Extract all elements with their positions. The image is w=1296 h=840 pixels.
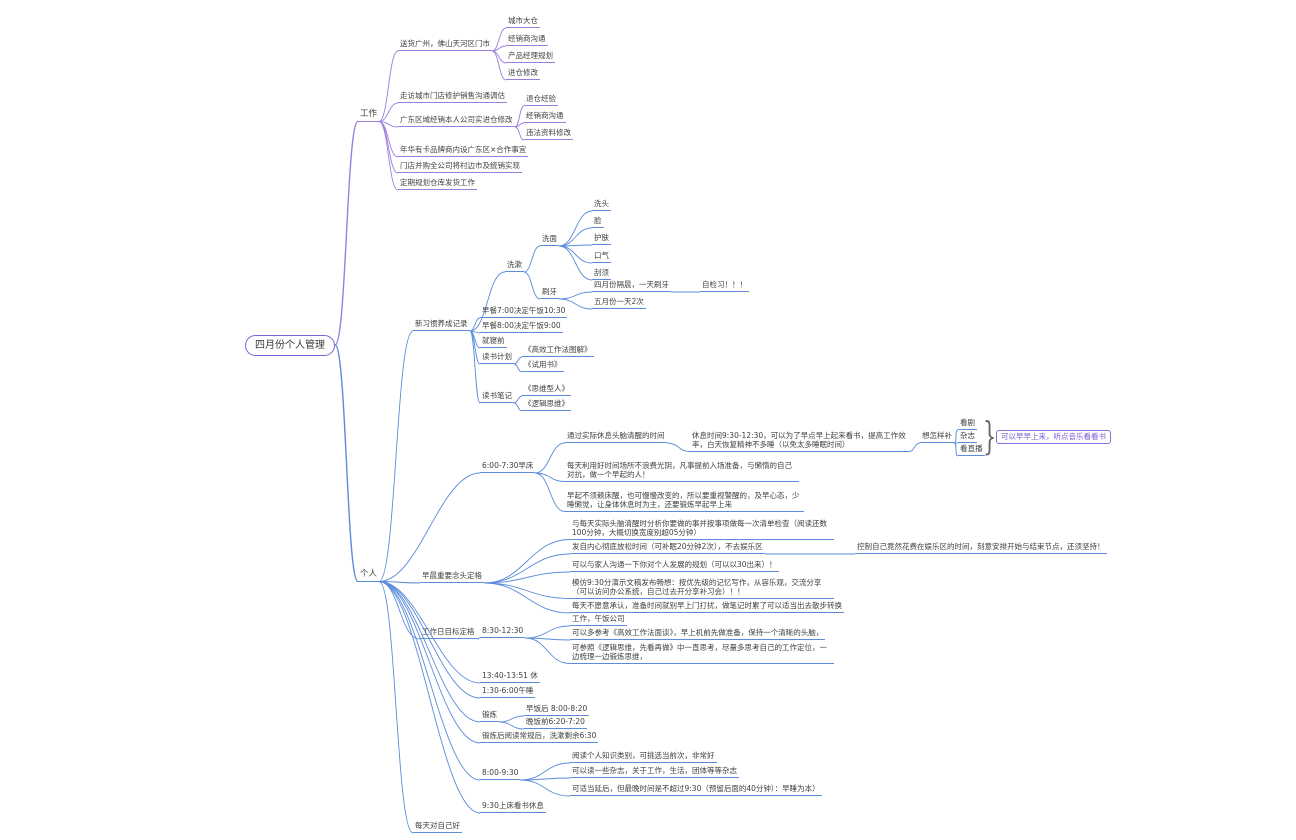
topic-p2b[interactable]: 每天利用好时间场所不浪费光阴，凡事提前入场准备，与懒惰的自己对抗，做一个早起的人…: [565, 461, 799, 482]
topic-p2[interactable]: 6:00-7:30早床: [480, 461, 536, 473]
topic-p2c[interactable]: 早起不须赖床醒，也可慢慢改变的，所以要重视警醒的，及早心态，少睡懒觉，让身体休息…: [565, 491, 804, 512]
topic-p9c[interactable]: 可适当延后，但最晚时间是不超过9:30（预留后面的40分钟）：早睡为本）: [570, 784, 822, 796]
topic-p1a1d[interactable]: 口气: [592, 251, 611, 263]
topic-p9a[interactable]: 阅读个人知识类别，可挑选当前次，非常好: [570, 751, 717, 763]
topic-p11[interactable]: 每天对自己好: [413, 821, 462, 833]
topic-p8[interactable]: 锻炼后阅读常规后，洗漱剩余6:30: [480, 731, 599, 743]
topic-p1a1c[interactable]: 护肤: [592, 233, 611, 245]
topic-w2[interactable]: 走访城市门店修护销售沟通调估: [398, 91, 507, 103]
topic-w1b[interactable]: 经销商沟通: [506, 34, 548, 46]
topic-p2a[interactable]: 通过实际休息头脑清醒的时间: [565, 431, 667, 443]
topic-w4[interactable]: 年华有卡品牌商内设广东区×合作事宜: [398, 145, 529, 157]
topic-p5[interactable]: 13:40-13:51 休: [480, 671, 540, 683]
topic-personal[interactable]: 个人: [358, 569, 380, 582]
topic-w6[interactable]: 定期规划仓库发货工作: [398, 178, 477, 190]
topic-p9[interactable]: 8:00-9:30: [480, 768, 521, 780]
topic-p1f[interactable]: 读书笔记: [480, 391, 514, 403]
topic-p1a2a1[interactable]: 自检习！！！: [700, 280, 749, 292]
topic-p2a1a[interactable]: 想怎样补: [920, 431, 954, 443]
topic-work[interactable]: 工作: [358, 109, 380, 122]
topic-p1a1b[interactable]: 脸: [592, 216, 604, 228]
topic-p4x[interactable]: 8:30-12:30: [480, 626, 526, 638]
topic-p1f1[interactable]: 《思维型人》: [522, 384, 571, 396]
topic-p1a[interactable]: 洗漱: [505, 260, 524, 272]
topic-p3b[interactable]: 发自内心彻底放松时间（可补眠20分钟2次），不去娱乐区: [570, 542, 765, 554]
topic-w1c[interactable]: 产品经理规划: [506, 51, 555, 63]
floating-note[interactable]: 可以早早上来，听点音乐看看书: [996, 430, 1111, 444]
topic-p1e2[interactable]: 《试用书》: [522, 360, 564, 372]
topic-p4a[interactable]: 工作，午饭公司: [570, 614, 627, 626]
topic-p4[interactable]: 工作日目标定格: [420, 627, 477, 639]
topic-w1[interactable]: 送货广州，佛山天河区门市: [398, 39, 492, 51]
topic-p1b[interactable]: 早餐7:00决定午饭10:30: [480, 306, 568, 318]
topic-w1d[interactable]: 进仓修改: [506, 68, 540, 80]
topic-p1a1a[interactable]: 洗头: [592, 199, 611, 211]
topic-p1e[interactable]: 读书计划: [480, 352, 514, 364]
topic-p2a1a2[interactable]: 杂志: [958, 431, 977, 443]
topic-p1a1[interactable]: 洗面: [540, 234, 559, 246]
topic-p1f2[interactable]: 《逻辑思维》: [522, 399, 571, 411]
topic-w3b[interactable]: 经销商沟通: [524, 111, 566, 123]
topic-w5[interactable]: 门店并购全公司将村边市及统销实现: [398, 161, 522, 173]
topic-p1c[interactable]: 早餐8:00决定午饭9:00: [480, 321, 563, 333]
topic-p1e1[interactable]: 《高效工作法图解》: [522, 345, 594, 357]
topic-p7[interactable]: 锻炼: [480, 710, 499, 722]
topic-w3c[interactable]: 违法资料修改: [524, 128, 573, 140]
topic-w3a[interactable]: 退仓经验: [524, 94, 558, 106]
topic-p1a1e[interactable]: 刮须: [592, 268, 611, 280]
topic-p4c[interactable]: 可参照《逻辑思维，先看再做》中一直思考，尽量多思考自己的工作定位，一边梳理一边锻…: [570, 643, 834, 664]
topic-p9b[interactable]: 可以读一些杂志，关于工作，生活，团体等等杂志: [570, 766, 739, 778]
topic-p10[interactable]: 9:30上床看书休息: [480, 801, 546, 813]
topic-w3[interactable]: 广东区域经销本人公司实进仓修改: [398, 115, 515, 127]
topic-p1[interactable]: 新习惯养成记录: [413, 319, 470, 331]
topic-p3b1[interactable]: 控制自己竟然花费在娱乐区的时间，刻意安排开始与结束节点，还须坚持！: [855, 542, 1107, 554]
central-topic[interactable]: 四月份个人管理: [245, 334, 335, 356]
group-brace-icon: }: [983, 414, 997, 458]
topic-w1a[interactable]: 城市大仓: [506, 16, 540, 28]
topic-p3e[interactable]: 每天不愿意承认，准备时间就别早上门打扰，做笔记时累了可以适当出去散步转换: [570, 601, 844, 613]
topic-p3[interactable]: 早晨重要念头定格: [420, 571, 484, 583]
topic-p2a1a3[interactable]: 看直播: [958, 444, 985, 456]
topic-p3d[interactable]: 模仿9:30分演示文稿发布畅想：按优先级的记忆写作，从容乐观，交流分享（可以访问…: [570, 578, 834, 599]
topic-p1a2a[interactable]: 四月份隔晨，一天刷牙: [592, 280, 671, 292]
topic-p3c[interactable]: 可以与家人沟通一下你对个人发展的规划（可以以30出来）！: [570, 560, 779, 572]
topic-p4b[interactable]: 可以多参考《高效工作法面谈》，早上机前先做准备，保持一个清晰的头脑，: [570, 628, 826, 640]
topic-p2a1a1[interactable]: 看剧: [958, 418, 977, 430]
topic-p7a[interactable]: 早饭后 8:00-8:20: [524, 704, 590, 716]
topic-p2a1[interactable]: 休息时间9:30-12:30，可以为了早点早上起来看书，提高工作效率，白天恢复精…: [690, 431, 909, 452]
topic-p1a2b[interactable]: 五月份一天2次: [592, 297, 646, 309]
topic-p6[interactable]: 1:30-6:00午睡: [480, 686, 536, 698]
topic-p1d[interactable]: 就寝前: [480, 336, 507, 348]
topic-p3a[interactable]: 与每天实际头脑清醒时分析你要做的事并按事项做每一次清单检查（阅读还数100分钟，…: [570, 519, 834, 540]
topic-p7b[interactable]: 晚饭前6:20-7:20: [524, 717, 587, 729]
topic-p1a2[interactable]: 刷牙: [540, 287, 559, 299]
